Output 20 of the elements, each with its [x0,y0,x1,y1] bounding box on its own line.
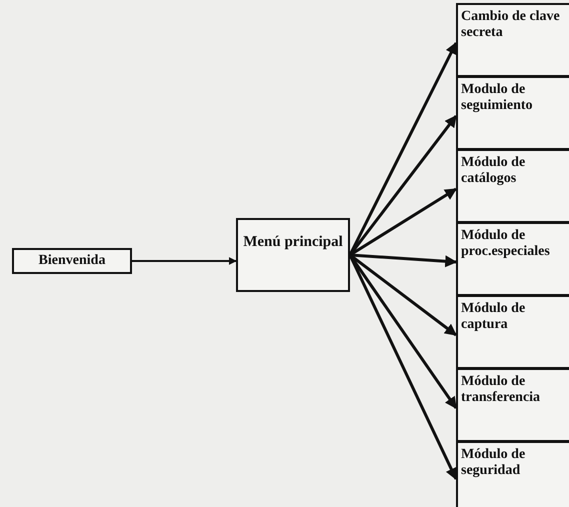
module-box [236,218,350,292]
node-label: Módulo de seguridad [461,447,526,480]
node-label: Menú principal [242,234,344,252]
node-label: Modulo de seguimiento [461,82,534,114]
module-box [456,295,569,369]
module-box [456,149,569,223]
node-label: Módulo de transferencia [461,374,542,406]
arrow [132,257,237,265]
node-label: Módulo de catálogos [461,155,526,188]
module-box [456,76,569,150]
module-box [456,3,569,77]
node-label: Módulo de captura [461,301,526,334]
module-box [456,222,569,296]
arrow [350,254,458,268]
node-label: Bienvenida [38,253,106,270]
start-box [12,248,132,274]
node-label: Cambio de clave secreta [461,9,561,42]
module-box [456,368,569,442]
module-box [456,441,569,507]
node-label: Módulo de proc.especiales [461,228,551,260]
